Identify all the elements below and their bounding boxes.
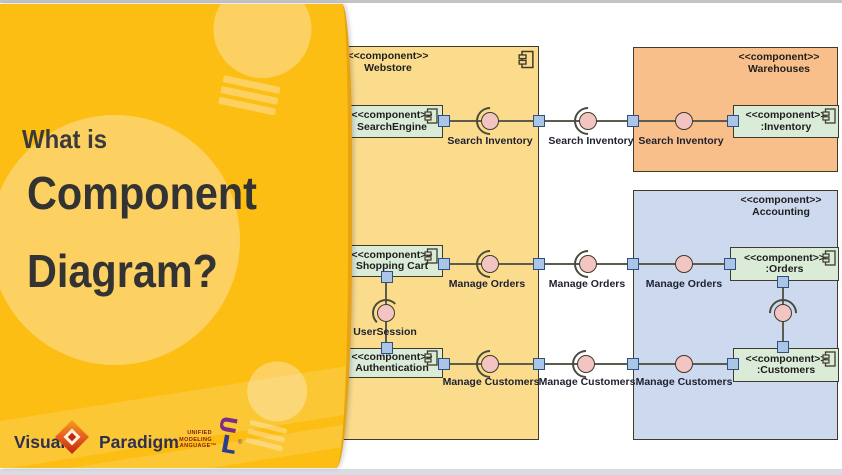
provided-interface-ball: [577, 355, 595, 373]
stereotype-label: <<component>>: [351, 350, 433, 363]
uml-word-unified: UNIFIED: [187, 430, 212, 436]
orders-component: <<component>> :Orders: [730, 247, 839, 281]
inventory-name: :Inventory: [760, 120, 812, 133]
interface-label-manage-orders: Manage Orders: [448, 278, 526, 290]
port: [777, 341, 789, 353]
component-icon: [424, 248, 438, 264]
provided-interface-ball: [774, 304, 792, 322]
port: [533, 258, 545, 270]
headline-line2: Diagram?: [27, 245, 218, 297]
searchengine-component: <<component>> SearchEngine: [341, 105, 443, 138]
stereotype-label: <<component>>: [351, 109, 433, 121]
stereotype-label: <<component>>: [347, 50, 429, 62]
accounting-component-box: <<component>> Accounting: [633, 190, 838, 440]
provided-interface-ball: [481, 355, 499, 373]
glow-circle: [0, 115, 240, 365]
uml-logo-l: L: [218, 429, 239, 461]
registered-mark: ®: [238, 440, 243, 446]
provided-interface-ball: [675, 112, 693, 130]
required-interface-socket: [372, 299, 400, 327]
port: [777, 276, 789, 288]
provided-interface-ball: [481, 112, 499, 130]
interface-label-manage-customers: Manage Customers: [538, 376, 636, 388]
port: [438, 258, 450, 270]
interface-label-usersession: UserSession: [353, 326, 417, 338]
customers-component: <<component>> :Customers: [733, 348, 839, 382]
interface-label-manage-orders: Manage Orders: [548, 278, 626, 290]
port: [627, 258, 639, 270]
uml-wordmark: UNIFIED MODELING LANGUAGE™: [176, 430, 217, 450]
provided-interface-ball: [377, 304, 395, 322]
left-panel: What is Component Diagram? Visual Paradi…: [0, 4, 352, 468]
bottom-border-strip: [0, 469, 842, 475]
headline-line1: Component: [27, 167, 257, 219]
interface-label-manage-customers: Manage Customers: [442, 376, 540, 388]
brand-paradigm-text: Paradigm: [99, 432, 179, 452]
brand-visual-text: Visual: [14, 432, 66, 452]
port: [533, 115, 545, 127]
webstore-name: Webstore: [364, 62, 412, 74]
uml-word-modeling: MODELING: [179, 436, 212, 443]
component-icon: [518, 50, 534, 69]
port: [381, 271, 393, 283]
component-icon: [822, 108, 836, 124]
stereotype-label: <<component>>: [745, 109, 827, 121]
uml-logo: U L ®: [212, 414, 248, 464]
provided-interface-ball: [481, 255, 499, 273]
port: [627, 358, 639, 370]
lightbulb-top-icon: [197, 4, 322, 120]
accounting-name: Accounting: [752, 206, 810, 218]
component-icon: [424, 350, 438, 366]
stereotype-label: <<component>>: [738, 51, 820, 63]
kicker-text: What is: [22, 124, 108, 154]
stereotype-label: <<component>>: [740, 194, 822, 206]
component-icon: [822, 250, 836, 266]
customers-name: :Customers: [756, 364, 816, 376]
stereotype-label: <<component>>: [351, 248, 433, 261]
port: [724, 258, 736, 270]
port: [727, 358, 739, 370]
port: [627, 115, 639, 127]
authentication-name: Authentication: [355, 362, 429, 374]
interface-label-search-inventory: Search Inventory: [638, 135, 724, 147]
interface-label-search-inventory: Search Inventory: [548, 135, 634, 147]
provided-interface-ball: [675, 255, 693, 273]
inventory-component: <<component>> :Inventory: [733, 105, 839, 138]
port: [438, 115, 450, 127]
port: [727, 115, 739, 127]
uml-word-language: LANGUAGE™: [176, 443, 217, 449]
warehouses-name: Warehouses: [747, 63, 811, 75]
port: [533, 358, 545, 370]
provided-interface-ball: [675, 355, 693, 373]
interface-label-manage-orders: Manage Orders: [645, 278, 723, 290]
provided-interface-ball: [579, 112, 597, 130]
component-icon: [822, 351, 836, 367]
top-border-strip: [0, 0, 842, 3]
stereotype-label: <<component>>: [745, 352, 827, 365]
port: [381, 342, 393, 354]
stereotype-label: <<component>>: [743, 251, 826, 264]
interface-label-search-inventory: Search Inventory: [447, 135, 533, 147]
shopping-cart-name: Shopping Cart: [355, 260, 429, 272]
port: [438, 358, 450, 370]
searchengine-name: SearchEngine: [356, 120, 428, 133]
orders-name: :Orders: [765, 263, 804, 275]
provided-interface-ball: [579, 255, 597, 273]
interface-label-manage-customers: Manage Customers: [635, 376, 733, 388]
component-icon: [424, 108, 438, 124]
